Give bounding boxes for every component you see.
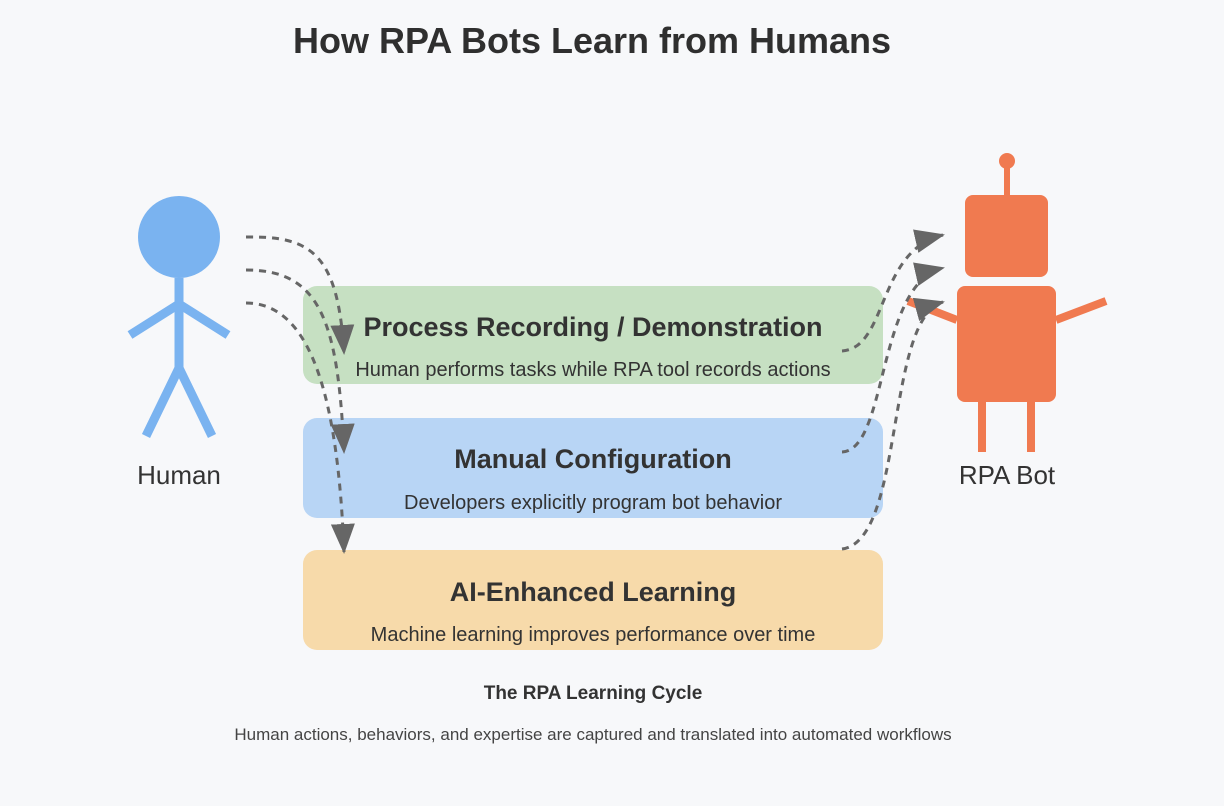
human-figure — [127, 196, 231, 438]
page-title: How RPA Bots Learn from Humans — [293, 20, 891, 61]
human-head — [138, 196, 220, 278]
arrow-human-to-recording — [245, 235, 355, 355]
footer-title: The RPA Learning Cycle — [484, 683, 703, 704]
method-box-manual-bg — [303, 418, 883, 518]
arrow-human-to-ai — [245, 301, 355, 554]
method-box-recording: Process Recording / Demonstration Human … — [303, 286, 883, 384]
arrow-manual-to-bot — [841, 262, 945, 454]
robot-antenna-tip — [999, 153, 1015, 169]
method-box-recording-bg — [303, 286, 883, 384]
method-box-ai: AI-Enhanced Learning Machine learning im… — [303, 550, 883, 650]
robot-body — [957, 286, 1056, 402]
method-title-manual: Manual Configuration — [454, 444, 731, 474]
method-description-ai: Machine learning improves performance ov… — [371, 624, 816, 646]
human-body — [127, 278, 231, 438]
arrow-recording-to-bot — [841, 229, 945, 353]
method-description-manual: Developers explicitly program bot behavi… — [404, 492, 782, 514]
human-label: Human — [137, 460, 221, 490]
method-title-recording: Process Recording / Demonstration — [363, 312, 822, 342]
arrow-human-to-manual — [245, 268, 355, 454]
bot-label: RPA Bot — [959, 460, 1056, 490]
robot-head — [965, 195, 1048, 277]
robot-figure — [906, 153, 1108, 452]
method-box-manual: Manual Configuration Developers explicit… — [303, 418, 883, 518]
robot-antenna — [1004, 165, 1010, 197]
method-title-ai: AI-Enhanced Learning — [450, 577, 737, 607]
footer-description: Human actions, behaviors, and expertise … — [234, 725, 951, 744]
method-box-ai-bg — [303, 550, 883, 650]
method-description-recording: Human performs tasks while RPA tool reco… — [355, 359, 830, 381]
arrow-ai-to-bot — [841, 297, 945, 551]
